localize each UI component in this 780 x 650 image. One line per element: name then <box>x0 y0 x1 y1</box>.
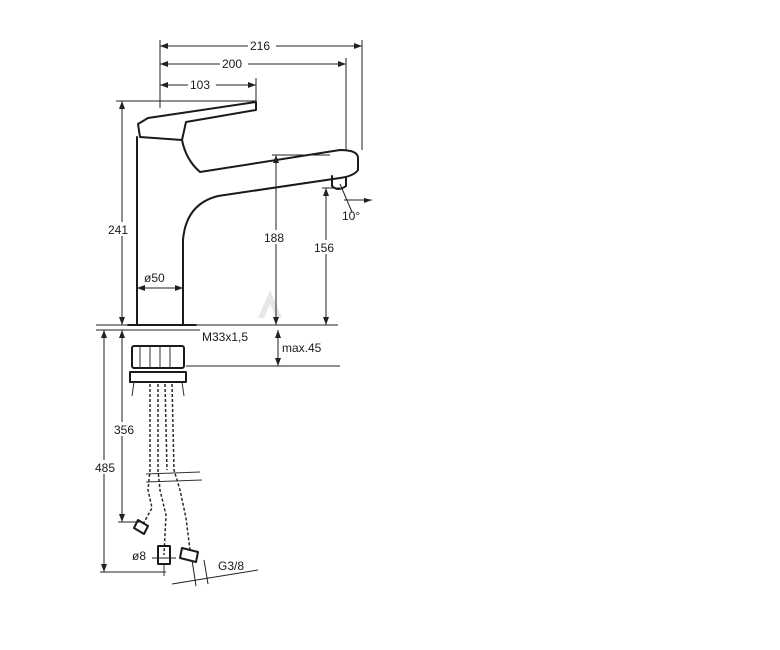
label-hose-length-2: 485 <box>95 461 115 475</box>
mounting-assembly <box>129 345 187 397</box>
label-thread: M33x1,5 <box>202 330 248 344</box>
label-body-diameter: ø50 <box>144 271 165 285</box>
dimension-labels: 216 200 103 241 188 156 10° ø50 M33x1,5 … <box>94 38 360 573</box>
label-handle-reach: 103 <box>190 78 210 92</box>
label-spout-angle: 10° <box>342 209 360 223</box>
label-max-deck-thickness: max.45 <box>282 341 322 355</box>
flex-hoses <box>133 383 203 576</box>
label-spout-height-outlet: 156 <box>314 241 334 255</box>
label-connection: G3/8 <box>218 559 244 573</box>
label-spout-height-outer: 188 <box>264 231 284 245</box>
label-hose-diameter: ø8 <box>132 549 146 563</box>
label-hose-length-1: 356 <box>114 423 134 437</box>
label-spout-reach: 200 <box>222 57 242 71</box>
faucet-body <box>127 101 359 326</box>
watermark-logo <box>258 290 282 318</box>
label-total-height: 241 <box>108 223 128 237</box>
label-overall-length: 216 <box>250 39 270 53</box>
